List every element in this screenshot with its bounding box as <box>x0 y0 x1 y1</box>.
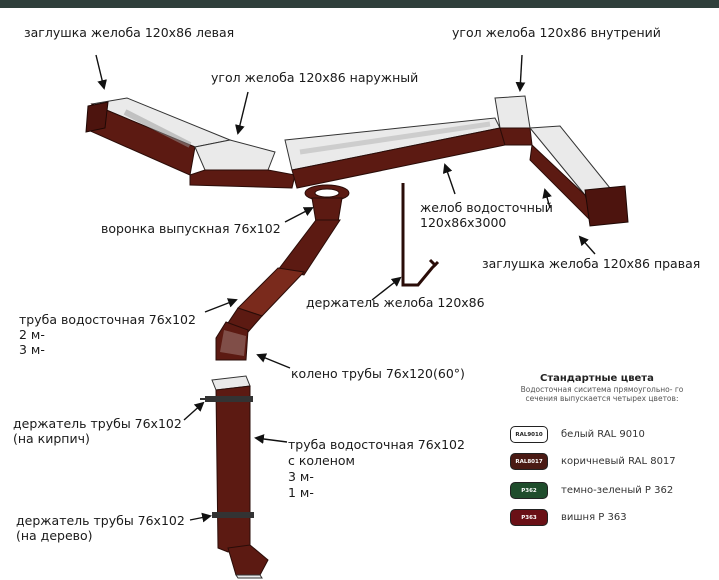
label-gutter-bracket: держатель желоба 120х86 <box>306 295 485 310</box>
swatch-white: RAL9010 <box>510 426 548 443</box>
swatch-green-code: P362 <box>521 488 537 494</box>
arrow-end-cap-right <box>578 235 596 255</box>
pipe-holder-wood-part <box>212 512 254 518</box>
swatch-cherry-name: вишня Р 363 <box>561 512 627 523</box>
swatch-green-name: темно-зеленый Р 362 <box>561 485 674 496</box>
elbow-part <box>215 321 249 361</box>
arrow-inner-corner <box>515 54 526 92</box>
gutter-main-section <box>284 117 506 189</box>
legend-subtitle: Водосточная сиситема прямоугольно- го се… <box>520 385 684 403</box>
label-pipe-elbow-line2: с коленом <box>288 453 355 468</box>
label-pipe-elbow-line1: труба водосточная 76х102 <box>288 437 465 452</box>
arrow-pipe-elbow <box>254 434 288 444</box>
end-cap-right-part <box>584 185 629 227</box>
label-pipe-holder-wood-line2: (на дерево) <box>16 528 93 543</box>
label-pipe-holder-brick-line1: держатель трубы 76х102 <box>13 416 182 431</box>
swatch-brown: RAL8017 <box>510 453 548 470</box>
label-downpipe-line3: 3 м- <box>19 342 45 357</box>
arrow-elbow <box>256 353 291 369</box>
swatch-cherry-code: P363 <box>521 515 537 521</box>
pipe-holder-brick-part <box>200 396 253 402</box>
arrow-pipe-holder-brick <box>183 401 205 421</box>
gutter-left-section <box>87 97 232 176</box>
top-bar <box>0 0 719 8</box>
arrow-end-cap-right-2 <box>542 188 552 209</box>
swatch-white-name: белый RAL 9010 <box>561 429 645 440</box>
legend-title: Стандартные цвета <box>540 373 654 384</box>
label-pipe-holder-wood-line1: держатель трубы 76х102 <box>16 513 185 528</box>
label-downpipe-line1: труба водосточная 76х102 <box>19 312 196 327</box>
swatch-brown-code: RAL8017 <box>515 459 543 465</box>
arrow-pipe-holder-wood <box>189 512 212 523</box>
label-end-cap-left: заглушка желоба 120х86 левая <box>24 25 235 40</box>
label-downpipe-line2: 2 м- <box>19 327 45 342</box>
outlet-funnel-part <box>304 184 350 223</box>
label-gutter-line2: 120х86х3000 <box>420 215 507 230</box>
label-inner-corner: угол желоба 120х86 внутрений <box>452 25 661 40</box>
downpipe-vertical-part <box>211 375 269 579</box>
label-outer-corner: угол желоба 120х86 наружный <box>211 70 419 85</box>
swatch-cherry: P363 <box>510 509 548 526</box>
label-outlet-funnel: воронка выпускная 76х102 <box>101 221 281 236</box>
gutter-bracket-part <box>401 183 440 287</box>
arrow-end-cap-left <box>95 54 107 90</box>
outer-corner-part <box>189 139 296 189</box>
downpipe-upper-part <box>225 219 341 333</box>
callout-arrows <box>95 54 596 523</box>
swatch-brown-name: коричневый RAL 8017 <box>561 456 676 467</box>
label-pipe-holder-brick-line2: (на кирпич) <box>13 431 90 446</box>
label-pipe-elbow-line3: 3 м- <box>288 469 314 484</box>
swatch-white-code: RAL9010 <box>515 432 543 438</box>
arrow-gutter-bracket <box>371 276 402 301</box>
label-elbow: колено трубы 76х120(60°) <box>291 366 465 381</box>
end-cap-left-part <box>85 101 109 133</box>
label-gutter-line1: желоб водосточный <box>420 200 553 215</box>
arrow-downpipe <box>204 298 238 313</box>
arrow-gutter <box>442 163 456 195</box>
label-end-cap-right: заглушка желоба 120х86 правая <box>482 256 701 271</box>
label-pipe-elbow-line4: 1 м- <box>288 485 314 500</box>
swatch-green: P362 <box>510 482 548 499</box>
arrow-outer-corner <box>235 91 249 135</box>
arrow-outlet-funnel <box>284 207 314 223</box>
